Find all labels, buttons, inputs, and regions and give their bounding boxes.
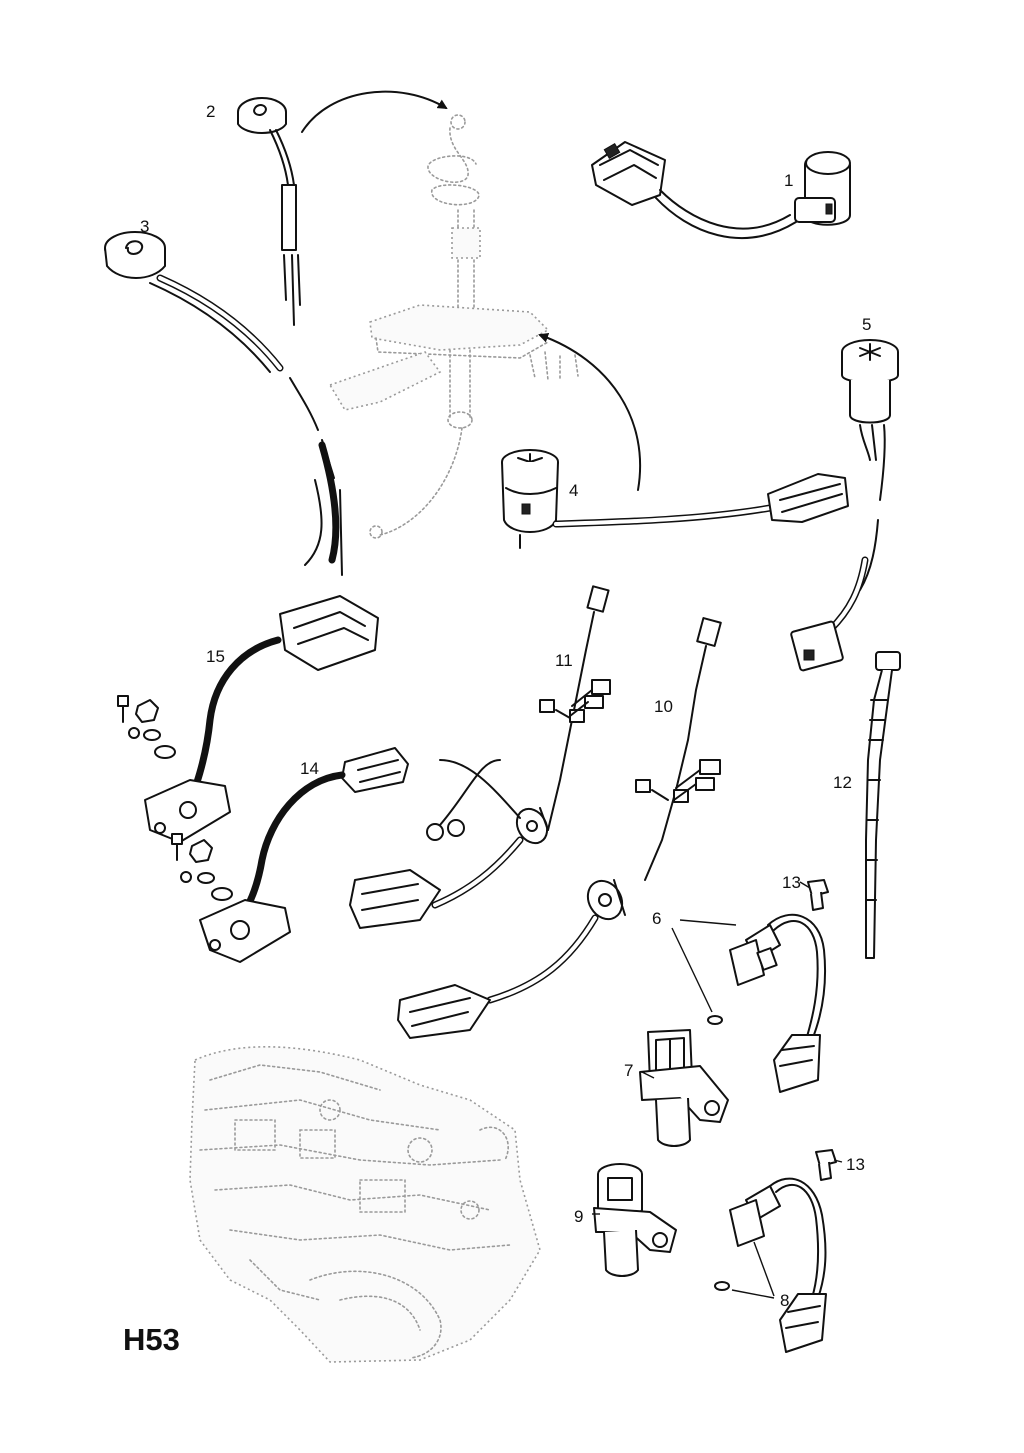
callout-13-upper: 13 (782, 873, 801, 892)
callout-6: 6 (652, 909, 661, 928)
part-10-harness (397, 617, 722, 1039)
part-13-bolt-upper (807, 879, 829, 911)
callout-5: 5 (862, 315, 871, 334)
part-4-switch (501, 449, 849, 549)
part-14-hardware (171, 833, 233, 901)
part-2-switch (237, 97, 301, 326)
callout-15: 15 (206, 647, 225, 666)
part-5-switch (790, 339, 899, 672)
part-8-sensor (714, 1177, 827, 1353)
part-15-switch (144, 595, 379, 843)
callout-11: 11 (555, 651, 573, 670)
callout-10: 10 (654, 697, 673, 716)
callout-9: 9 (574, 1207, 583, 1226)
part-12-cable-tie (865, 651, 901, 959)
part-7-sensor (639, 1029, 729, 1147)
gear-selector-ghost (328, 114, 579, 539)
callout-14: 14 (300, 759, 319, 778)
arrow-2 (301, 90, 448, 133)
part-14-switch (199, 747, 409, 963)
callout-1: 1 (784, 171, 793, 190)
callout-13-lower: 13 (846, 1155, 865, 1174)
part-3-switch (104, 231, 343, 576)
callouts: 1 2 3 4 5 6 7 8 9 10 11 12 13 13 14 15 (140, 102, 871, 1310)
callout-3: 3 (140, 217, 149, 236)
part-9-sensor (593, 1163, 677, 1277)
arrow-4 (538, 332, 642, 491)
part-13-bolt-lower (815, 1149, 837, 1181)
callout-8: 8 (780, 1291, 789, 1310)
callout-12: 12 (833, 773, 852, 792)
part-1-switch (591, 141, 851, 239)
callout-7: 7 (624, 1061, 633, 1080)
leader-lines (592, 881, 843, 1299)
part-15-hardware (117, 695, 176, 759)
callout-4: 4 (569, 481, 578, 500)
part-6-sensor (707, 913, 827, 1093)
callout-2: 2 (206, 102, 215, 121)
diagram-code: H53 (123, 1322, 180, 1357)
part-11-harness (349, 585, 611, 929)
engine-ghost (189, 1046, 541, 1363)
